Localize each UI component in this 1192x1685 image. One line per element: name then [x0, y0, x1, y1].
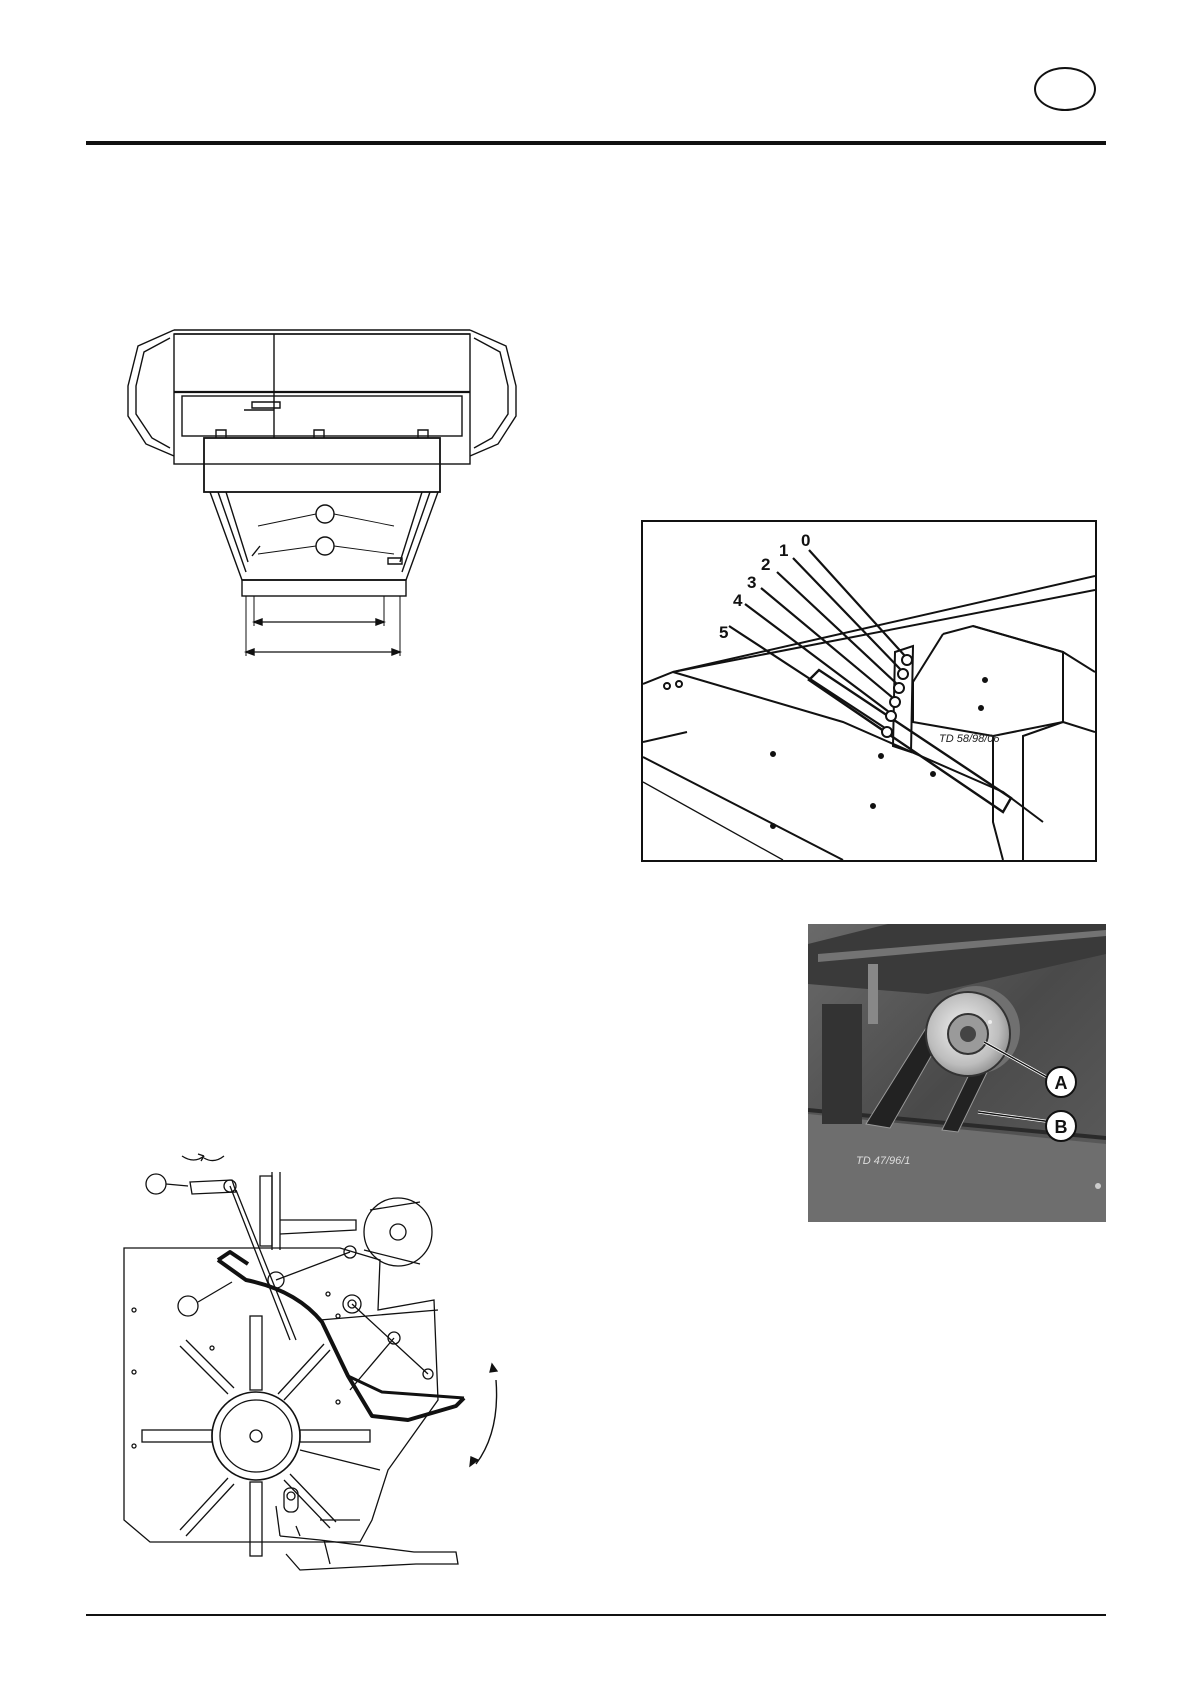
position-label-0: 0 — [801, 531, 810, 550]
position-label-1: 1 — [779, 541, 788, 560]
header-rule — [86, 141, 1106, 145]
photo-code: TD 47/96/1 — [856, 1155, 910, 1167]
drawing-code: TD 58/98/06 — [939, 733, 1000, 745]
footer-rule — [86, 1614, 1106, 1616]
svg-text:A: A — [1055, 1073, 1068, 1093]
front-view-drawing — [118, 326, 536, 666]
callout-b: B — [1046, 1111, 1076, 1141]
position-label-2: 2 — [761, 555, 770, 574]
position-label-4: 4 — [733, 591, 743, 610]
language-badge — [1034, 67, 1096, 111]
adjustment-drawing: 0 1 2 3 4 5 TD 58/98/06 — [643, 522, 1095, 860]
svg-text:B: B — [1055, 1117, 1068, 1137]
callout-a: A — [1046, 1067, 1076, 1097]
side-view-drawing — [120, 1140, 496, 1580]
position-label-5: 5 — [719, 623, 728, 642]
pulley-photo: A B TD 47/96/1 — [808, 924, 1106, 1222]
adjustment-figure-frame: 0 1 2 3 4 5 TD 58/98/06 — [641, 520, 1097, 862]
position-label-3: 3 — [747, 573, 756, 592]
